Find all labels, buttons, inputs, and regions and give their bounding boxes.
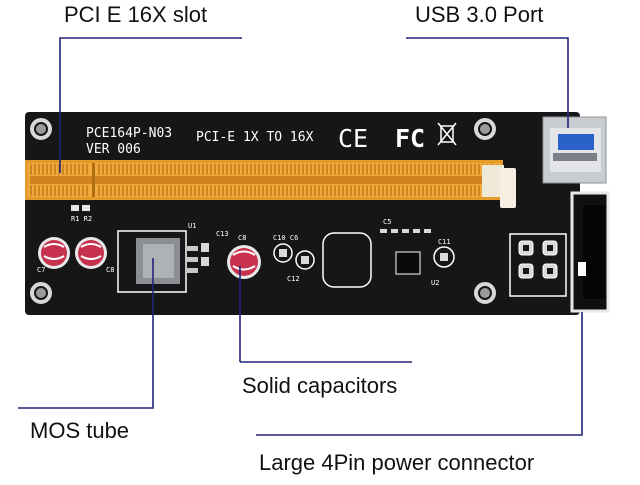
- ce-mark: CE: [338, 124, 368, 153]
- callout-usb-port: USB 3.0 Port: [415, 2, 544, 27]
- silk-u2: U2: [431, 279, 439, 287]
- solid-capacitor: [227, 245, 261, 279]
- regulator-chip: [395, 251, 421, 275]
- power-connector-4pin: [570, 191, 610, 313]
- silk-c8b: C8: [106, 266, 114, 274]
- board-model-label: PCE164P-N03: [86, 126, 172, 141]
- silk-c12: C12: [287, 275, 300, 283]
- capacitor-c11: [433, 246, 455, 268]
- mos-tube: [117, 230, 209, 293]
- board-version-label: VER 006: [86, 142, 141, 157]
- silk-u1: U1: [188, 222, 196, 230]
- callout-pcie-slot: PCI E 16X slot: [64, 2, 208, 27]
- leader-power-conn: [256, 312, 583, 436]
- silk-c7: C7: [37, 266, 45, 274]
- smd-components: [380, 229, 431, 233]
- capacitor-left-2: [75, 237, 107, 269]
- callout-power-connector: Large 4Pin power connector: [259, 450, 535, 475]
- pcie-16x-slot: [25, 160, 516, 208]
- resistor: [82, 205, 90, 211]
- leader-lines: [18, 37, 583, 436]
- mounting-hole: [30, 118, 52, 140]
- mounting-holes: [30, 118, 496, 304]
- silk-c13: C13: [216, 230, 229, 238]
- silk-r1r2: R1 R2: [71, 215, 92, 223]
- leader-usb-port: [406, 37, 569, 128]
- mounting-hole: [474, 282, 496, 304]
- silk-c11: C11: [438, 238, 451, 246]
- weee-bin-icon: [437, 122, 457, 146]
- silk-c8: C8: [238, 234, 246, 242]
- callout-solid-capacitors: Solid capacitors: [242, 373, 398, 398]
- leader-mos-tube: [18, 258, 154, 409]
- resistor: [71, 205, 79, 211]
- silk-c5: C5: [383, 218, 391, 226]
- callout-mos-tube: MOS tube: [30, 418, 130, 443]
- molex-pin-pads: [509, 233, 567, 297]
- mounting-hole: [474, 118, 496, 140]
- fc-mark: FC: [395, 124, 425, 153]
- capacitor-left-1: [38, 237, 70, 269]
- silk-c10c6: C10 C6: [273, 234, 298, 242]
- board-spec-label: PCI-E 1X TO 16X: [196, 130, 314, 145]
- inductor-footprint: [322, 232, 372, 288]
- leader-pcie-slot: [59, 37, 242, 173]
- small-capacitor: [273, 243, 293, 263]
- usb-3-port: [542, 116, 607, 184]
- mounting-hole: [30, 282, 52, 304]
- small-capacitor: [295, 250, 315, 270]
